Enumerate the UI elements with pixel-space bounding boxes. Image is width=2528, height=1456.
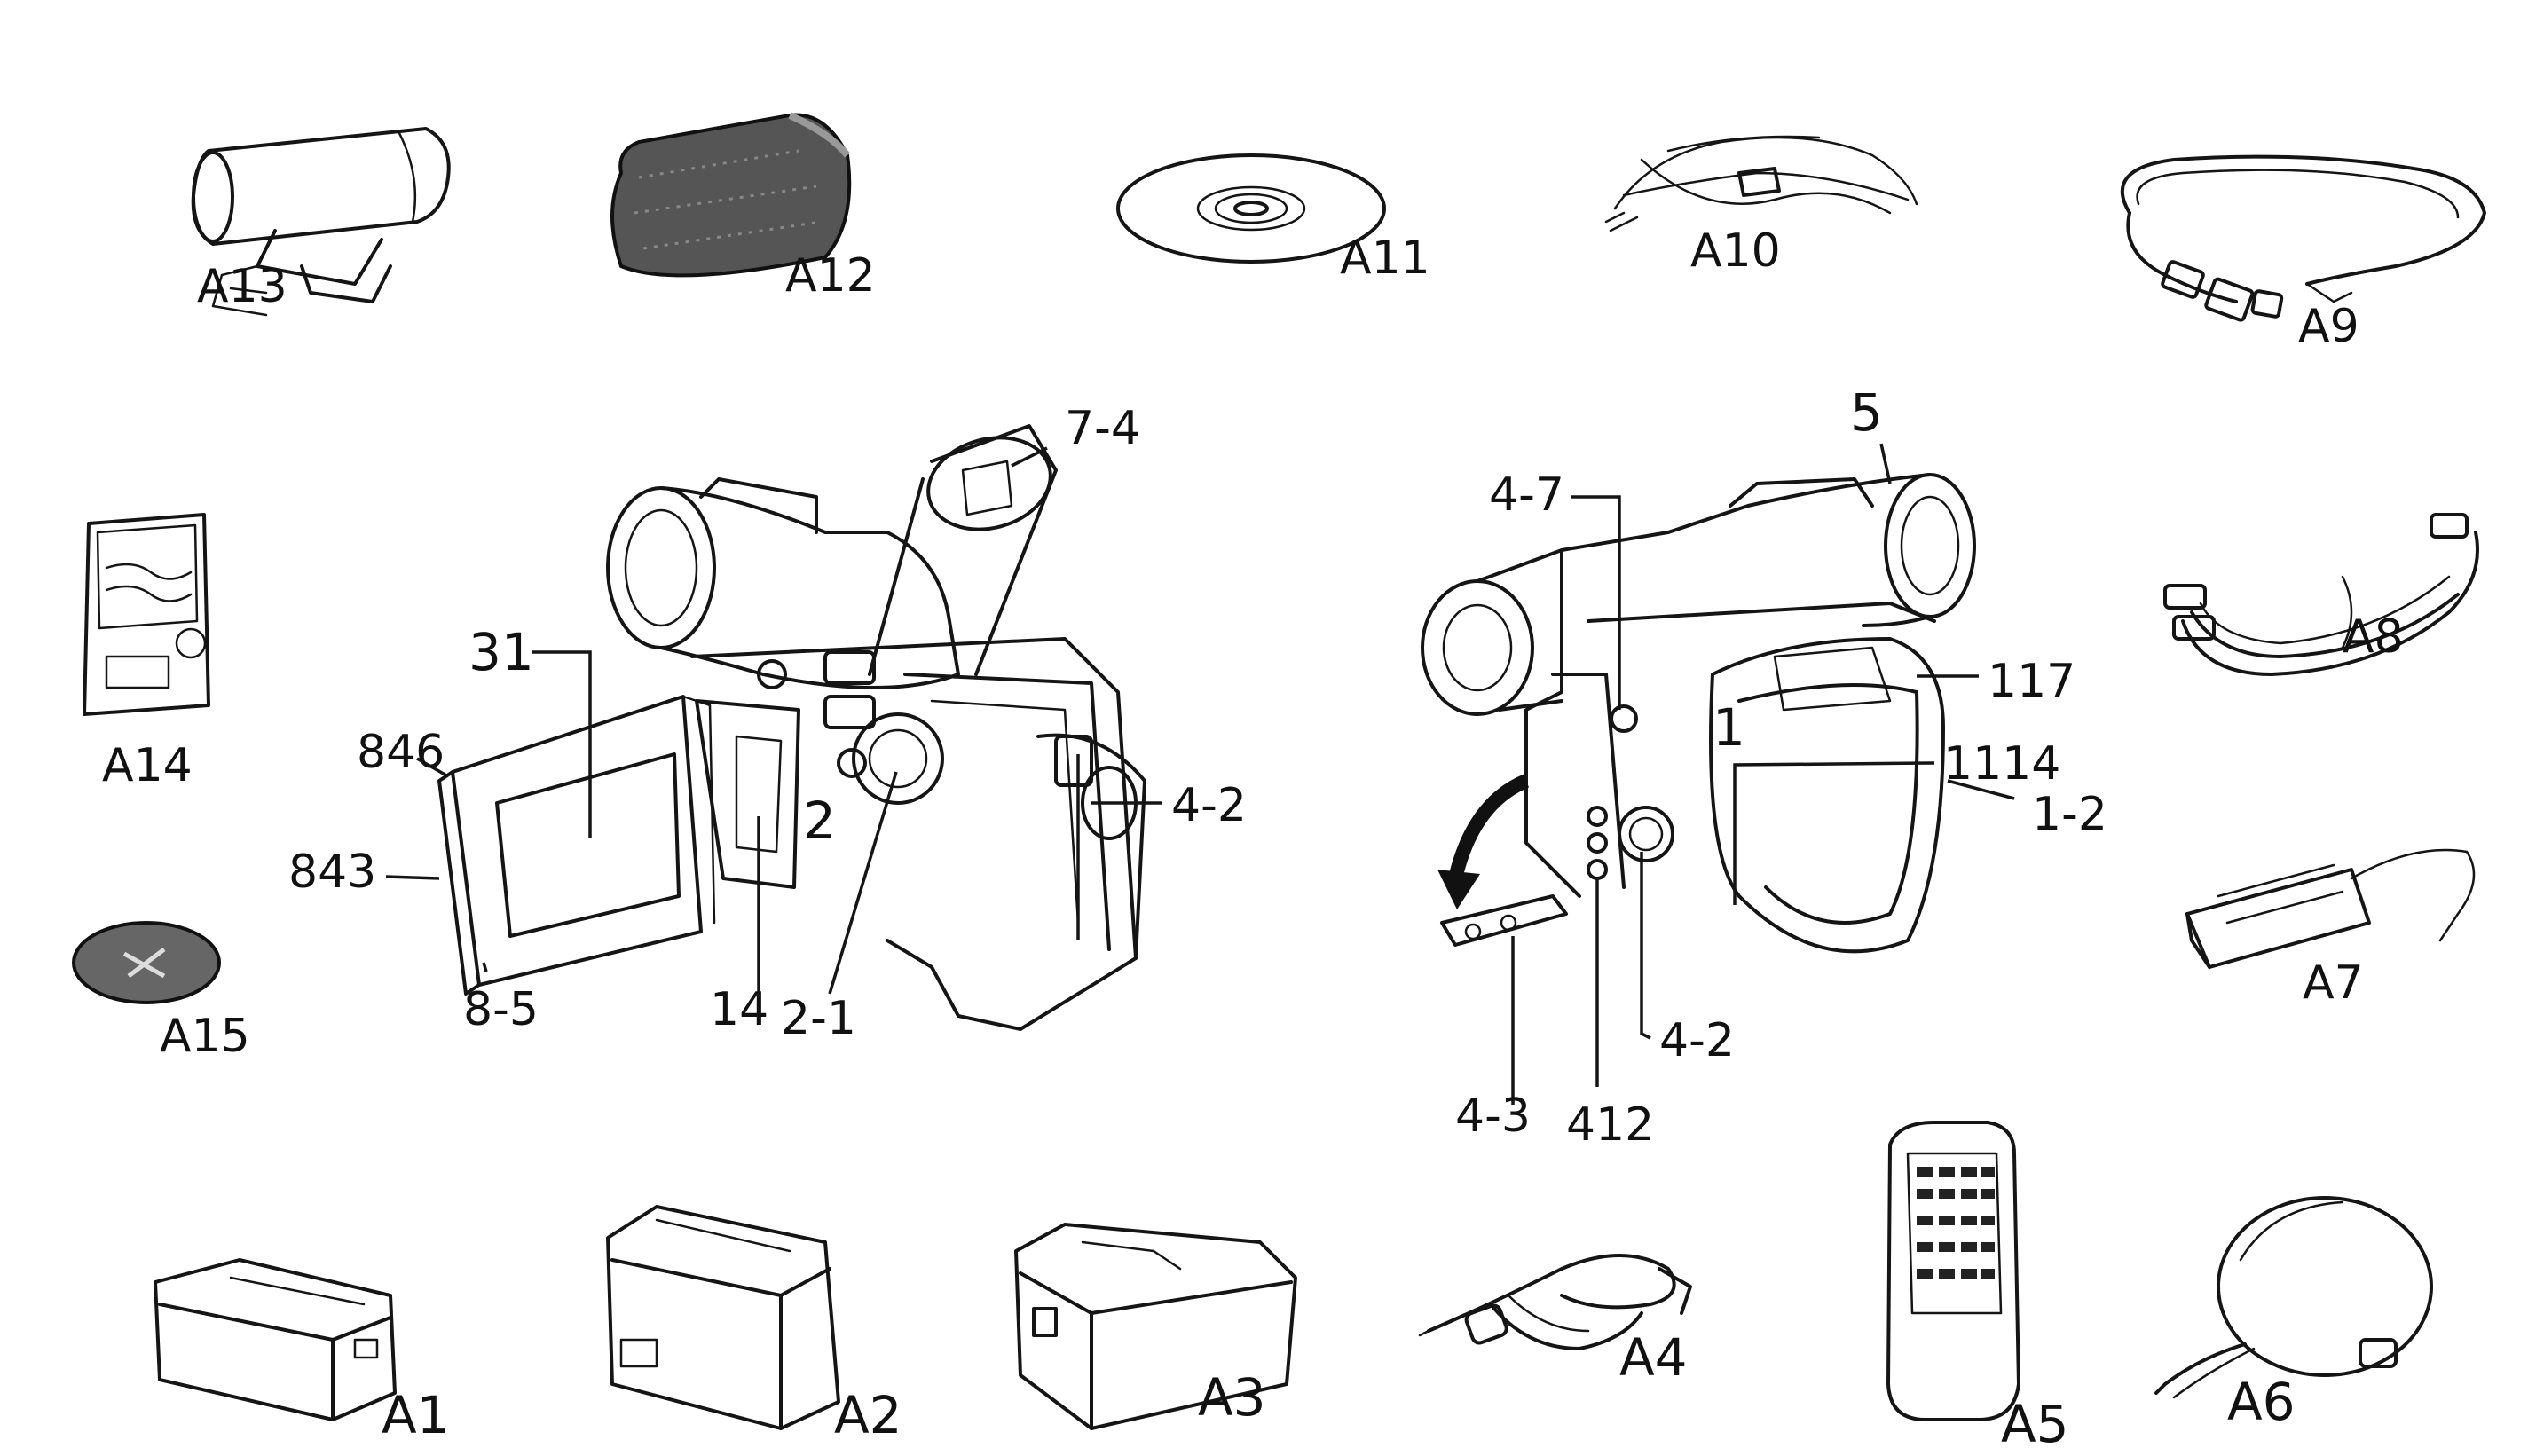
battery-pack-icon bbox=[606, 1205, 840, 1430]
label-a14: A14 bbox=[102, 739, 193, 792]
label-a15: A15 bbox=[160, 1010, 250, 1063]
label-a2: A2 bbox=[834, 1385, 902, 1445]
adapter-icon bbox=[2185, 848, 2476, 969]
cd-rom-icon bbox=[1116, 153, 1386, 264]
strap-icon bbox=[1604, 135, 1918, 232]
microphone-icon bbox=[191, 127, 451, 317]
label-412: 412 bbox=[1566, 1098, 1654, 1152]
label-4-3: 4-3 bbox=[1455, 1090, 1531, 1143]
camcorder-icon bbox=[437, 424, 1146, 1031]
label-1-2: 1-2 bbox=[2032, 788, 2107, 841]
rca-cable-icon bbox=[2163, 513, 2479, 676]
dc-cable-icon bbox=[1418, 1254, 1692, 1350]
windscreen-icon bbox=[610, 112, 852, 278]
label-2-1: 2-1 bbox=[781, 992, 856, 1045]
label-a13: A13 bbox=[197, 260, 287, 313]
label-5: 5 bbox=[1850, 382, 1883, 443]
label-a4: A4 bbox=[1619, 1327, 1688, 1388]
remote-control-icon bbox=[1886, 1121, 2020, 1421]
label-4-2-right: 4-2 bbox=[1659, 1014, 1735, 1067]
lens-cap-icon bbox=[2154, 1196, 2433, 1399]
label-8-5: 8-5 bbox=[463, 983, 539, 1036]
label-a8: A8 bbox=[2343, 610, 2404, 664]
label-a6: A6 bbox=[2227, 1372, 2296, 1432]
label-a10: A10 bbox=[1690, 224, 1781, 278]
label-846: 846 bbox=[357, 726, 445, 779]
label-a11: A11 bbox=[1340, 232, 1430, 285]
label-31: 31 bbox=[469, 622, 534, 682]
memory-card-icon bbox=[83, 513, 210, 716]
label-a9: A9 bbox=[2298, 300, 2359, 353]
label-2: 2 bbox=[803, 791, 836, 851]
charger-icon bbox=[1014, 1223, 1297, 1430]
label-a1: A1 bbox=[382, 1385, 450, 1445]
right-cam-leaders bbox=[1511, 443, 2015, 1105]
av-cable-icon bbox=[2120, 154, 2486, 322]
label-1114: 1114 bbox=[1943, 737, 2060, 791]
battery-pack-icon bbox=[154, 1258, 397, 1421]
label-a5: A5 bbox=[2001, 1394, 2069, 1454]
coin-battery-icon bbox=[72, 921, 221, 1004]
label-14: 14 bbox=[710, 983, 768, 1036]
label-117: 117 bbox=[1988, 655, 2075, 708]
camcorder-icon bbox=[1421, 473, 1976, 954]
label-a12: A12 bbox=[785, 249, 876, 303]
label-4-2-left: 4-2 bbox=[1171, 779, 1247, 832]
label-843: 843 bbox=[288, 846, 376, 899]
label-7-4: 7-4 bbox=[1065, 402, 1140, 455]
label-a3: A3 bbox=[1198, 1367, 1266, 1428]
label-1: 1 bbox=[1713, 697, 1745, 758]
label-a7: A7 bbox=[2303, 956, 2364, 1010]
left-cam-leaders bbox=[385, 446, 1162, 995]
label-4-7: 4-7 bbox=[1489, 468, 1564, 522]
